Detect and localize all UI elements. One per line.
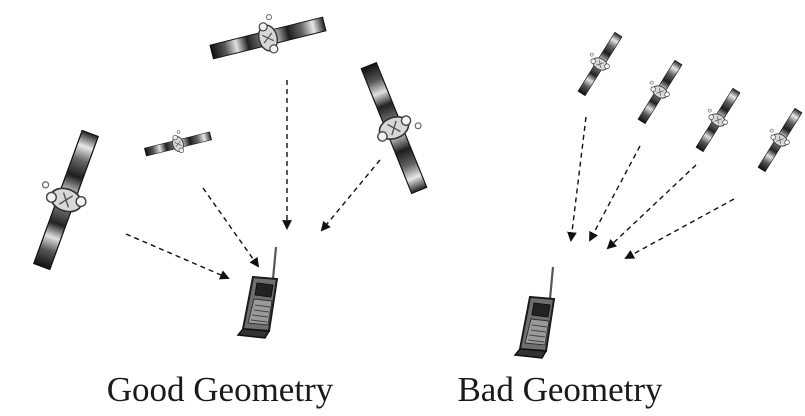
satellite-icon <box>15 123 110 275</box>
mobile-phone-icon <box>236 245 279 340</box>
signal-arrow <box>202 187 260 268</box>
signal-arrow <box>589 145 641 242</box>
satellite-icon <box>350 55 445 199</box>
satellite-icon <box>629 54 688 128</box>
signal-arrow <box>125 233 230 280</box>
signal-arrow <box>320 159 381 232</box>
bad-geometry-panel <box>513 26 805 360</box>
good-geometry-panel <box>15 1 445 340</box>
bad-geometry-caption: Bad Geometry <box>457 370 663 409</box>
satellite-icon <box>205 1 329 69</box>
satellite-icon <box>569 26 628 100</box>
satellite-icon <box>687 82 746 156</box>
satellite-icon <box>141 122 214 162</box>
signal-arrow <box>606 164 697 250</box>
satellite-icon <box>749 102 805 176</box>
signal-arrow <box>567 116 587 242</box>
mobile-phone-icon <box>513 265 556 360</box>
good-geometry-caption: Good Geometry <box>106 370 334 409</box>
signal-arrow <box>624 198 735 259</box>
